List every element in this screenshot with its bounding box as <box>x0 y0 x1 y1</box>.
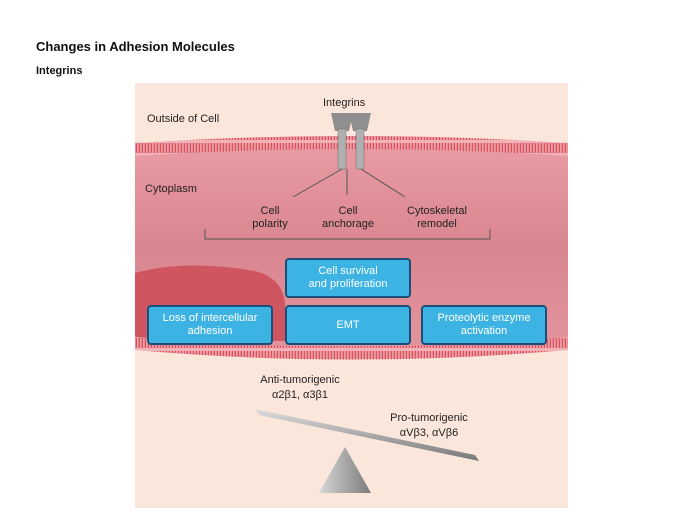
cytoplasm-label: Cytoplasm <box>145 183 197 195</box>
seesaw-plank <box>255 409 479 461</box>
grouping-bracket <box>204 229 491 240</box>
cell-survival-box: Cell survival and proliferation <box>285 258 411 298</box>
integrin-diagram: Integrins Outside of Cell Cytoplasm Cell… <box>135 83 568 508</box>
cell-anchorage-label: Cell anchorage <box>322 205 374 230</box>
slide-title: Changes in Adhesion Molecules <box>36 39 235 54</box>
emt-box: EMT <box>285 305 411 345</box>
slide-subtitle: Integrins <box>36 65 83 77</box>
pro-tumorigenic-label: Pro-tumorigenic αVβ3, αVβ6 <box>390 412 468 439</box>
cytoskeletal-remodel-label: Cytoskeletal remodel <box>407 205 467 230</box>
diagram-artwork <box>135 113 568 493</box>
loss-of-adhesion-box: Loss of intercellular adhesion <box>147 305 273 345</box>
inner-membrane <box>135 337 568 360</box>
integrins-label: Integrins <box>323 97 366 109</box>
outer-membrane <box>135 136 568 156</box>
cell-polarity-label: Cell polarity <box>252 205 288 230</box>
anti-tumorigenic-label: Anti-tumorigenic α2β1, α3β1 <box>260 374 340 401</box>
outside-of-cell-label: Outside of Cell <box>147 113 220 125</box>
seesaw-fulcrum <box>319 447 371 493</box>
integrin-receptor-icon <box>331 113 371 170</box>
connector-lines <box>292 168 406 198</box>
proteolytic-enzyme-box: Proteolytic enzyme activation <box>421 305 547 345</box>
